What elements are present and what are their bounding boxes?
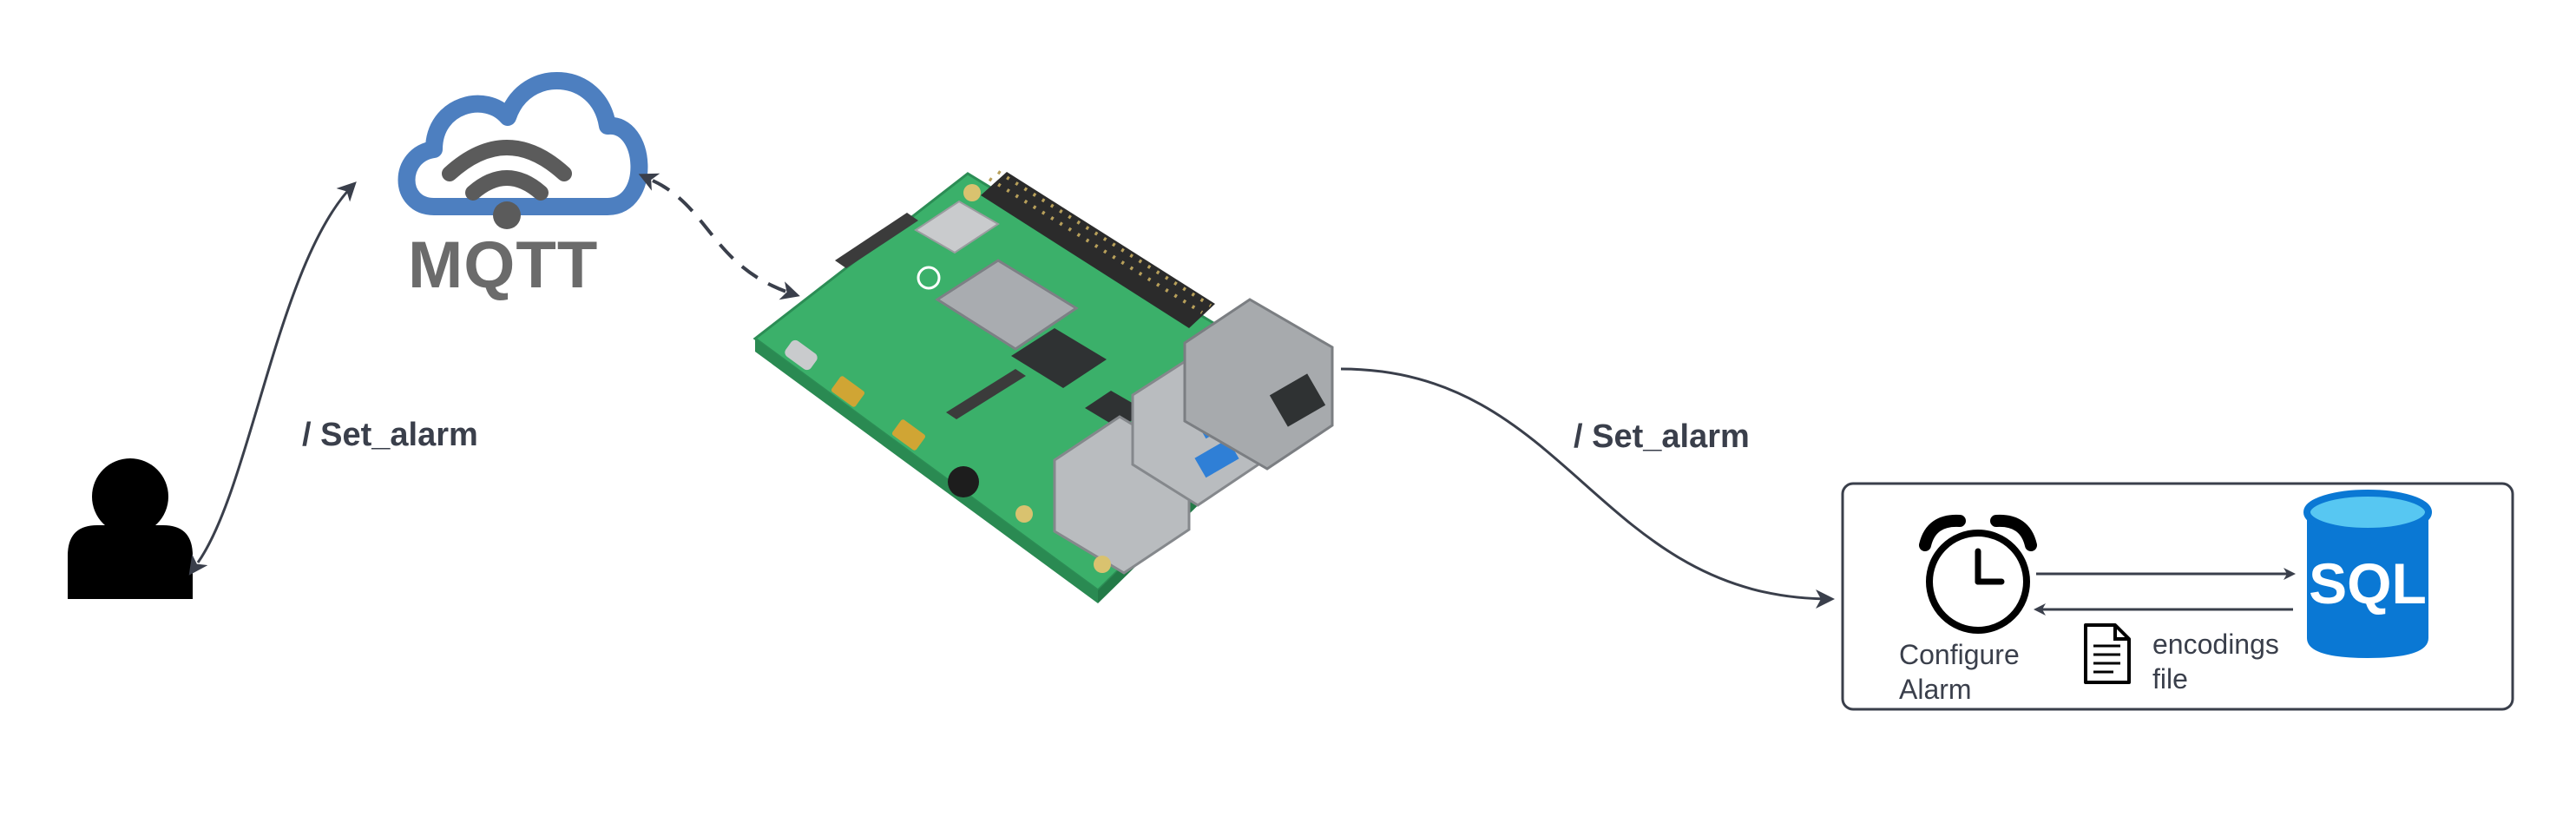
user-icon [68, 458, 193, 599]
alarm-label-line2: Alarm [1899, 674, 1972, 705]
usb-controller [1085, 391, 1146, 429]
mqtt-label: MQTT [408, 228, 599, 302]
sql-label: SQL [2309, 551, 2427, 616]
cpu-chip [935, 259, 1079, 351]
file-label-line1: encodings [2152, 629, 2279, 660]
raspberry-logo [917, 266, 941, 290]
app-container [1841, 482, 2514, 711]
edge-label-pi-app: / Set_alarm [1574, 418, 1750, 455]
gpio-header [981, 170, 1215, 328]
document-icon [2084, 623, 2131, 684]
alarm-label: Configure Alarm [1899, 637, 2020, 707]
audio-jack [948, 466, 979, 497]
alarm-label-line1: Configure [1899, 639, 2020, 670]
cloud-icon [398, 71, 648, 215]
ethernet-port [1183, 298, 1334, 471]
micro-hdmi-port-2 [891, 419, 926, 451]
camera-connector [835, 213, 918, 268]
usb-c-port [785, 339, 818, 371]
wifi-icon [442, 140, 572, 229]
micro-hdmi-port-1 [831, 376, 865, 407]
ram-chip [1011, 328, 1107, 388]
file-label-line2: file [2152, 663, 2188, 695]
sql-database-icon: SQL [2303, 490, 2432, 658]
edge-user-mqtt [188, 181, 357, 576]
wireless-module [914, 200, 1000, 254]
raspberry-pi-board [752, 170, 1334, 603]
edge-pi-app [1340, 367, 1835, 609]
display-connector [946, 369, 1026, 419]
file-label: encodings file [2152, 627, 2279, 696]
alarm-clock-icon [1919, 514, 2037, 634]
edge-mqtt-pi [638, 173, 800, 300]
edge-label-user-mqtt: / Set_alarm [302, 417, 478, 453]
